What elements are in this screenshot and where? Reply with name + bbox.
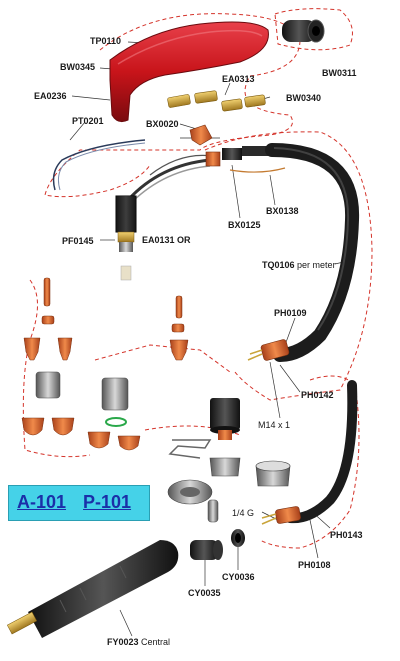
model-a-label: A-101	[17, 492, 67, 512]
label-bw0311: BW0311	[322, 68, 357, 78]
shields	[21, 417, 141, 451]
grouping-outlines	[22, 8, 373, 549]
label-tp0110: TP0110	[90, 36, 122, 46]
torch-body-pf0145	[115, 195, 137, 281]
label-fy0023-note: Central	[141, 637, 171, 647]
label-ea0131: EA0131 OR	[142, 235, 191, 245]
label-tq0106-unit: per meter	[297, 260, 336, 270]
label-bx0125: BX0125	[228, 220, 261, 230]
hose-ph0143	[285, 380, 358, 524]
wire-pt0201	[52, 139, 146, 191]
label-ea0236: EA0236	[34, 91, 67, 101]
label-ph0142: PH0142	[301, 390, 334, 400]
grommet-bw0311	[282, 19, 325, 43]
handle-tp0110	[109, 21, 269, 123]
label-ph0109: PH0109	[274, 308, 307, 318]
label-cy0036: CY0036	[222, 572, 255, 582]
label-bw0340: BW0340	[286, 93, 322, 103]
shield-cup	[210, 398, 240, 440]
model-badge: A-101 P-101	[8, 485, 150, 521]
nozzles-tips	[23, 337, 189, 361]
label-cy0035: CY0035	[188, 588, 221, 598]
clip-bx0020	[189, 124, 213, 146]
electrodes	[43, 277, 183, 319]
swirl-rings	[41, 315, 185, 333]
steel-cups	[35, 371, 129, 411]
label-bw0345: BW0345	[60, 62, 96, 72]
spring-clip	[168, 439, 212, 459]
connector-ph0108	[261, 506, 301, 525]
label-pf0145: PF0145	[62, 236, 94, 246]
label-g14: 1/4 G	[232, 508, 255, 518]
o-ring	[105, 417, 127, 427]
label-m14: M14 x 1	[258, 420, 291, 430]
model-p-label: P-101	[83, 492, 132, 512]
connector-bx0125	[205, 146, 272, 167]
ring-cy0036	[231, 529, 245, 547]
label-fy0023: FY0023 Central	[107, 637, 170, 647]
central-connector-fy0023	[6, 540, 179, 638]
label-tq0106: TQ0106 per meter	[262, 260, 336, 270]
label-tq0106-code: TQ0106	[262, 260, 295, 270]
label-pt0201: PT0201	[72, 116, 104, 126]
steel-fittings	[167, 457, 291, 523]
connector-cy0035	[190, 540, 223, 560]
label-ea0313: EA0313	[222, 74, 255, 84]
wire-bx0138	[229, 167, 286, 173]
brass-parts-ea0313	[167, 90, 266, 112]
label-ph0108: PH0108	[298, 560, 331, 570]
connector-ph0109	[247, 339, 290, 361]
label-bx0020: BX0020	[146, 119, 179, 129]
hose-tq0106	[265, 143, 360, 362]
label-bx0138: BX0138	[266, 206, 299, 216]
label-ph0143: PH0143	[330, 530, 363, 540]
label-fy0023-code: FY0023	[107, 637, 139, 647]
